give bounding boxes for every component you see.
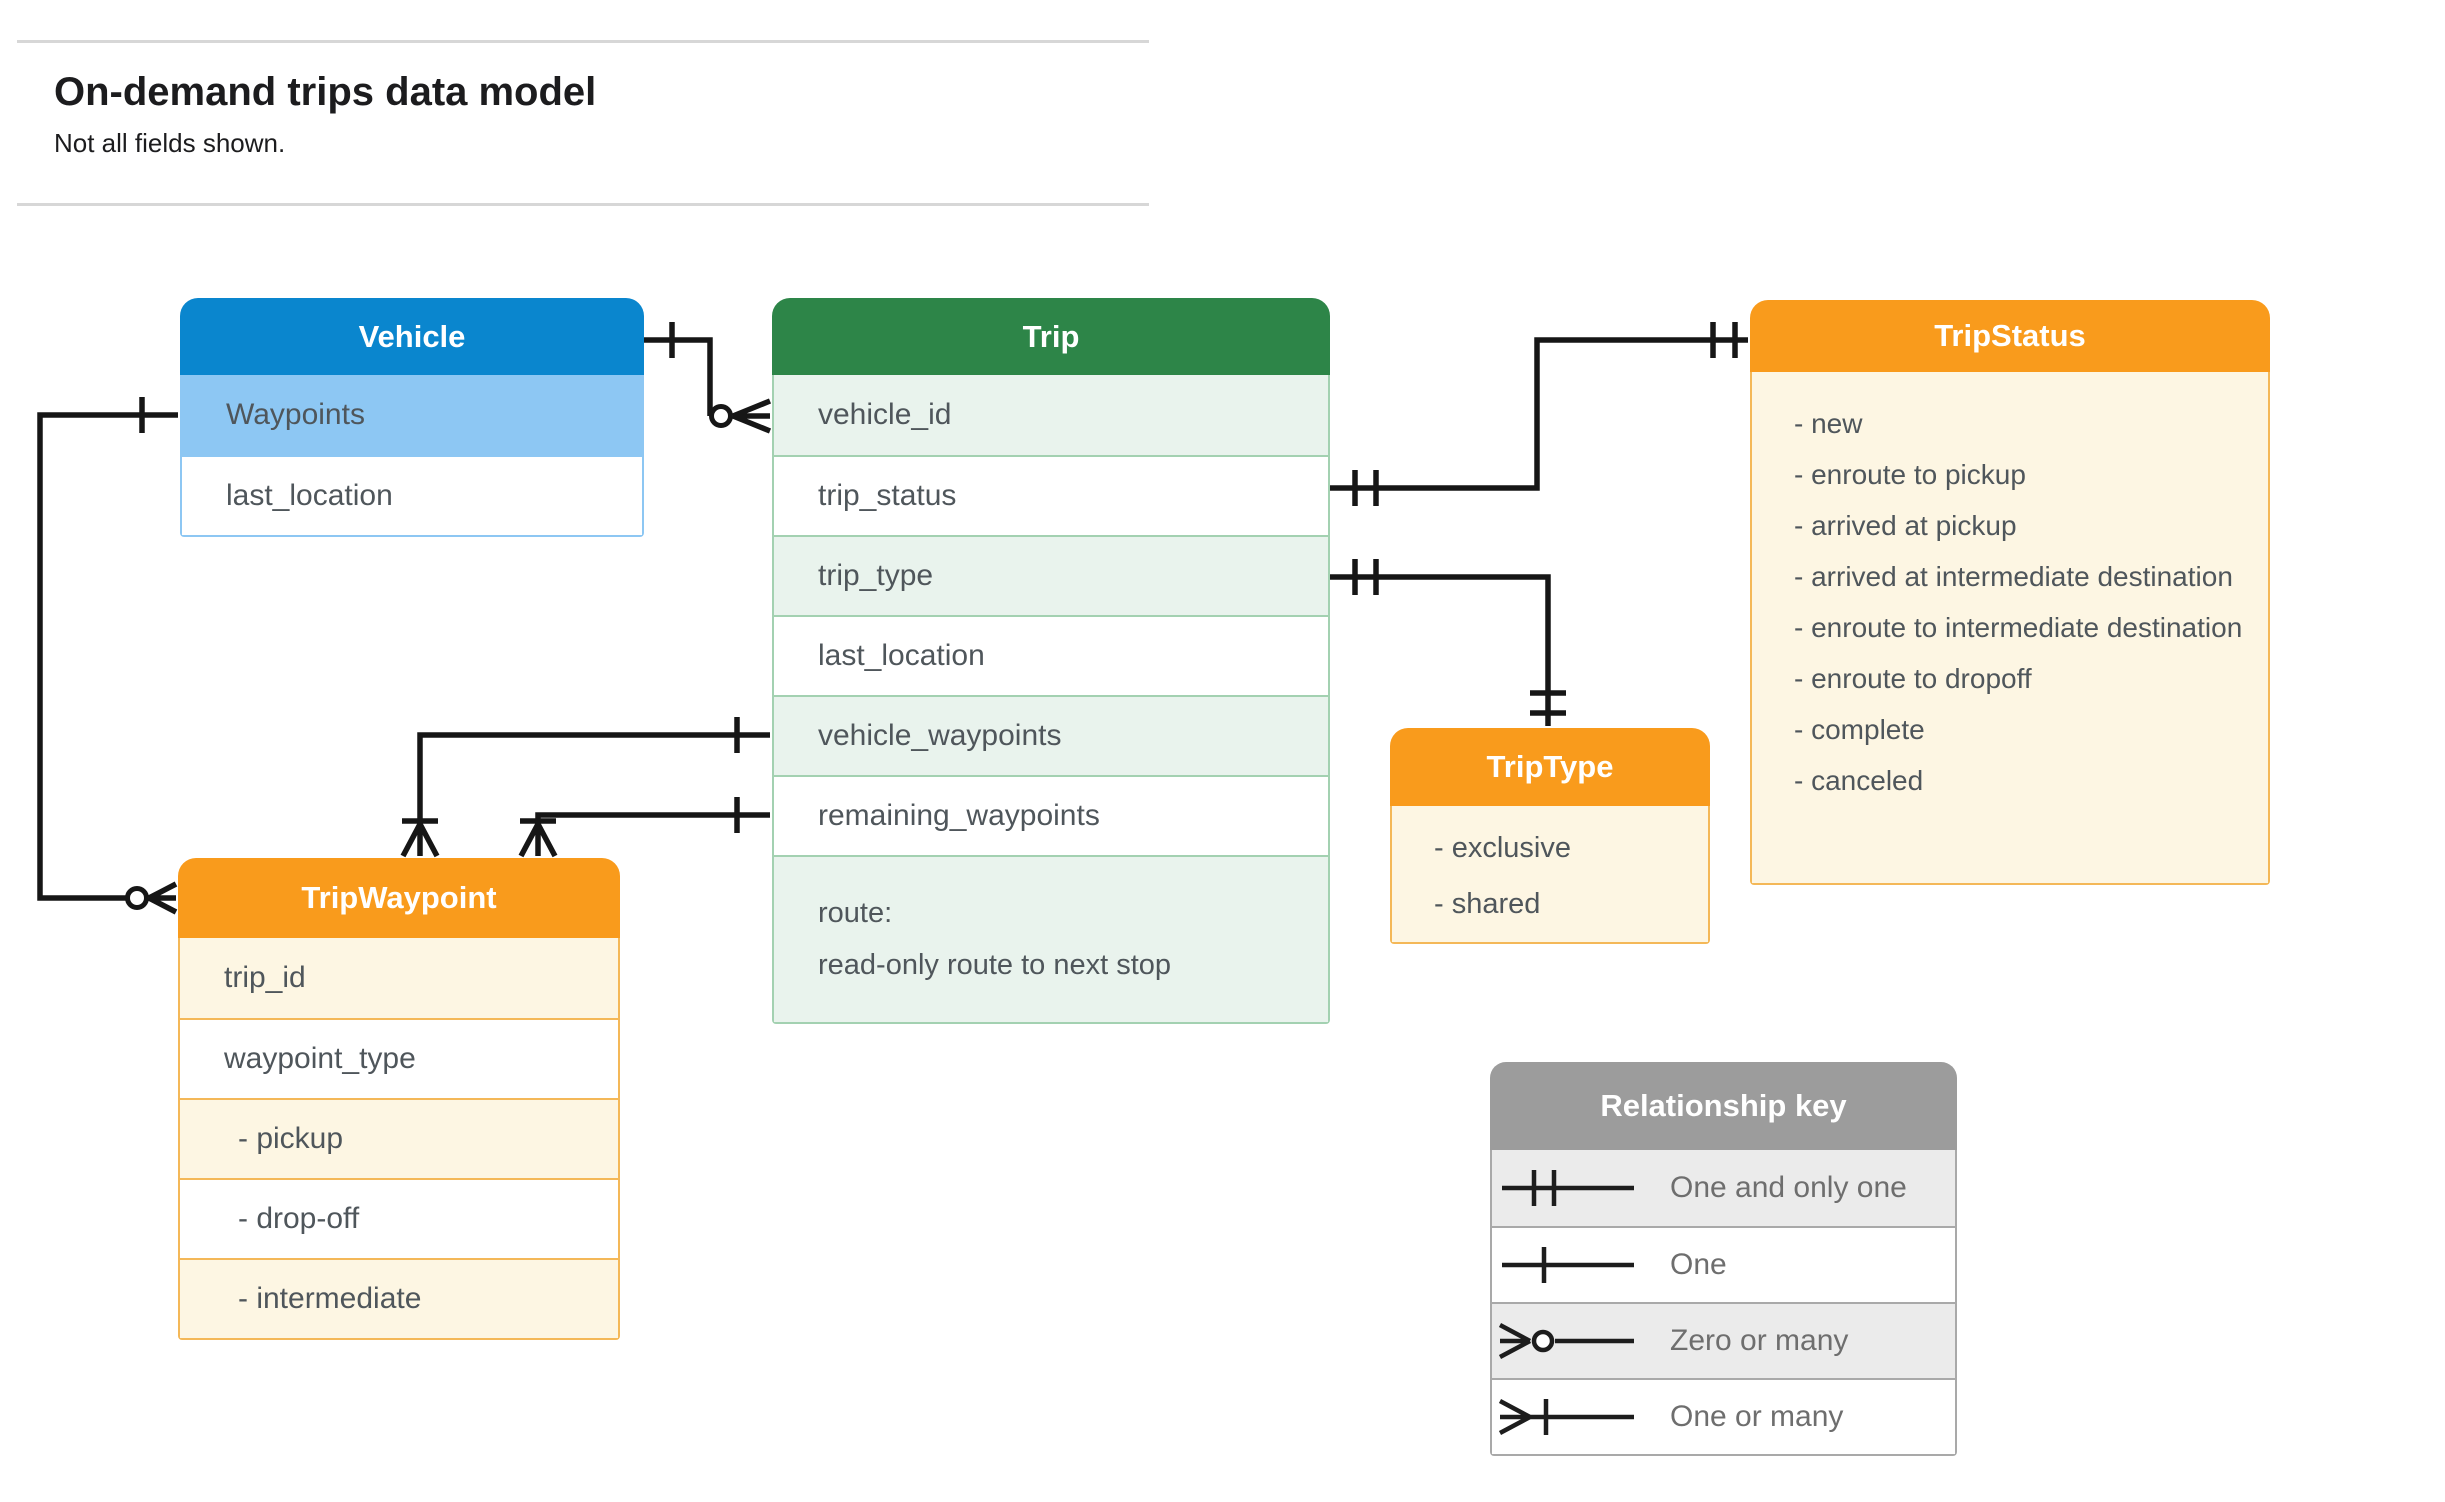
connector-vehicle-waypoints-to-tripwaypoint: [37, 397, 178, 915]
vehicle-field-last-location: last_location: [182, 455, 642, 535]
one-and-only-one-symbol: [1502, 1170, 1634, 1206]
trip-field-trip-status: trip_status: [774, 455, 1328, 535]
trip-route-line1: route:: [818, 897, 893, 929]
trip-field-last-location: last_location: [774, 615, 1328, 695]
entity-vehicle: Vehicle Waypoints last_location: [180, 298, 644, 537]
entity-triptype: TripType - exclusive - shared: [1390, 728, 1710, 944]
legend-label: Zero or many: [1670, 1324, 1849, 1357]
one-symbol: [1502, 1247, 1634, 1283]
page-subtitle: Not all fields shown.: [54, 128, 286, 158]
connector-vehicle-waypoints-field-to-tripwaypoint: [400, 717, 770, 858]
tripstatus-value-complete: - complete: [1794, 714, 1925, 745]
legend-label: One: [1670, 1248, 1727, 1281]
tripwaypoint-field-waypoint-type: waypoint_type: [180, 1018, 618, 1098]
trip-field-route: route: read-only route to next stop: [774, 855, 1328, 1022]
tripstatus-value-arrived-at-intermediate-destination: - arrived at intermediate destination: [1794, 561, 2233, 592]
tripstatus-value-enroute-to-pickup: - enroute to pickup: [1794, 459, 2026, 490]
trip-field-vehicle-waypoints: vehicle_waypoints: [774, 695, 1328, 775]
tripstatus-value-canceled: - canceled: [1794, 765, 1924, 796]
triptype-value-exclusive: - exclusive: [1434, 832, 1571, 864]
tripstatus-value-arrived-at-pickup: - arrived at pickup: [1794, 510, 2017, 541]
entity-trip: Trip vehicle_id trip_status trip_type la…: [772, 298, 1330, 1024]
entity-tripwaypoint: TripWaypoint trip_id waypoint_type - pic…: [178, 858, 620, 1340]
tripwaypoint-value-pickup: - pickup: [180, 1098, 618, 1178]
tripstatus-values: - new - enroute to pickup - arrived at p…: [1752, 372, 2268, 883]
one-or-many-symbol: [1498, 1399, 1634, 1435]
top-divider: [17, 40, 1149, 43]
page-title: On-demand trips data model: [54, 70, 597, 114]
legend: Relationship key One and only one One: [1490, 1062, 1957, 1456]
legend-item-one-or-many: One or many: [1492, 1378, 1955, 1454]
entity-tripstatus-title: TripStatus: [1750, 300, 2270, 372]
tripwaypoint-value-intermediate: - intermediate: [180, 1258, 618, 1338]
tripwaypoint-value-drop-off: - drop-off: [180, 1178, 618, 1258]
connector-trip-type-to-triptype: [1330, 559, 1566, 726]
connector-vehicle-to-trip: [644, 322, 772, 434]
connector-remaining-waypoints-to-tripwaypoint: [518, 797, 770, 858]
entity-vehicle-title: Vehicle: [180, 298, 644, 375]
legend-label: One and only one: [1670, 1171, 1907, 1204]
entity-triptype-title: TripType: [1390, 728, 1710, 806]
zero-or-many-symbol: [1498, 1323, 1634, 1359]
trip-route-line2: read-only route to next stop: [818, 949, 1172, 981]
entity-tripstatus: TripStatus - new - enroute to pickup - a…: [1750, 300, 2270, 885]
legend-item-one-and-only-one: One and only one: [1492, 1150, 1955, 1226]
entity-tripwaypoint-title: TripWaypoint: [178, 858, 620, 938]
tripwaypoint-field-trip-id: trip_id: [180, 938, 618, 1018]
trip-field-remaining-waypoints: remaining_waypoints: [774, 775, 1328, 855]
legend-label: One or many: [1670, 1400, 1844, 1433]
heading-divider: [17, 203, 1149, 206]
connector-trip-status-to-tripstatus: [1330, 322, 1748, 506]
trip-field-trip-type: trip_type: [774, 535, 1328, 615]
legend-item-zero-or-many: Zero or many: [1492, 1302, 1955, 1378]
legend-item-one: One: [1492, 1226, 1955, 1302]
tripstatus-value-enroute-to-dropoff: - enroute to dropoff: [1794, 663, 2032, 694]
legend-title: Relationship key: [1490, 1062, 1957, 1150]
vehicle-field-waypoints: Waypoints: [182, 375, 642, 455]
tripstatus-value-new: - new: [1794, 408, 1863, 439]
tripstatus-value-enroute-to-intermediate-destination: - enroute to intermediate destination: [1794, 612, 2243, 643]
entity-trip-title: Trip: [772, 298, 1330, 375]
trip-field-vehicle-id: vehicle_id: [774, 375, 1328, 455]
triptype-value-shared: - shared: [1434, 888, 1541, 920]
triptype-values: - exclusive - shared: [1392, 806, 1708, 942]
